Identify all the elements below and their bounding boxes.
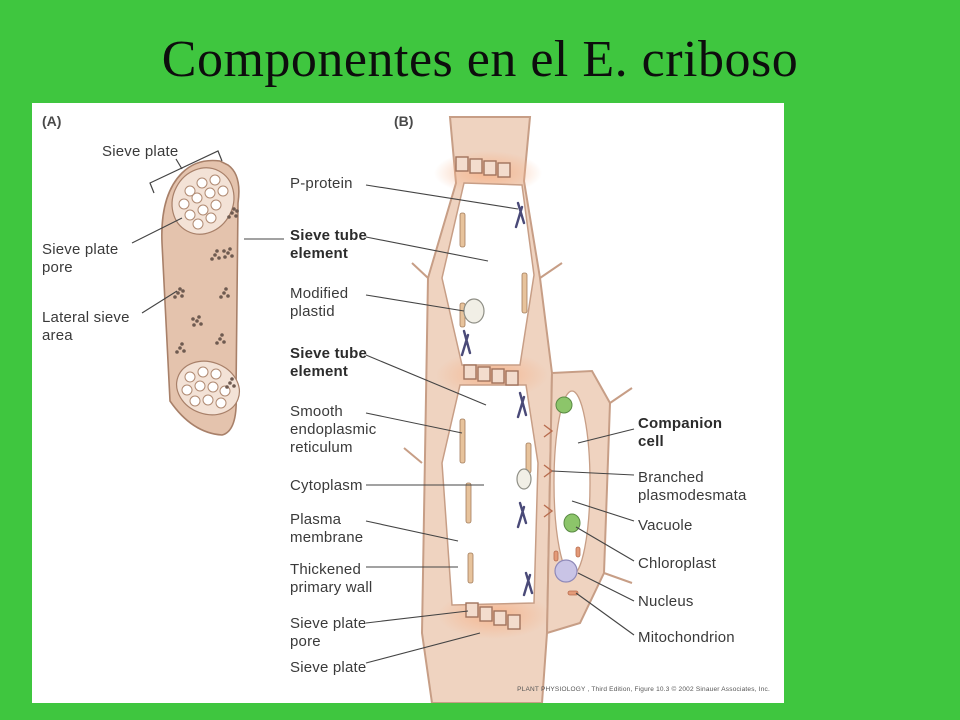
label-vacuole: Vacuole — [638, 517, 693, 534]
sieve-plate-top-pores — [178, 174, 229, 230]
figure-drawing — [131, 116, 635, 703]
label-companion-cell: Companion cell — [638, 415, 723, 450]
modified-plastids — [463, 298, 532, 490]
label-sieve-plate-b: Sieve plate — [290, 659, 367, 676]
sieve-plates — [455, 156, 521, 630]
figure-credit: PLANT PHYSIOLOGY , Third Edition, Figure… — [517, 686, 770, 693]
label-sieve-tube-element-2: Sieve tube element — [290, 345, 368, 380]
label-sieve-plate-a: Sieve plate — [102, 143, 179, 160]
nucleus — [554, 559, 578, 583]
panel-b-label: (B) — [394, 113, 414, 129]
label-lateral-sieve-area: Lateral sieve area — [42, 309, 130, 344]
panel-b-section — [403, 116, 633, 703]
mitochondria — [553, 546, 581, 596]
label-sieve-plate-pore-b: Sieve plate pore — [290, 615, 367, 650]
label-thickened-wall: Thickened primary wall — [290, 561, 373, 596]
label-smooth-er: Smooth endoplasmic reticulum — [290, 403, 377, 456]
label-chloroplast: Chloroplast — [638, 555, 717, 572]
label-plasma-membrane: Plasma membrane — [290, 511, 364, 546]
label-sieve-plate-pore-a: Sieve plate pore — [42, 241, 119, 276]
label-cytoplasm: Cytoplasm — [290, 477, 363, 494]
slide-title: Componentes en el E. criboso — [161, 31, 799, 88]
sieve-element-figure: (A) (B) Sieve plate Sieve plate pore Lat… — [32, 103, 784, 703]
label-branched-plasmodesmata: Branched plasmodesmata — [638, 469, 747, 504]
panel-a-sieve-tube-element — [131, 150, 284, 436]
sieve-plate-bottom-pores — [181, 366, 231, 409]
label-mitochondrion: Mitochondrion — [638, 629, 735, 646]
label-modified-plastid: Modified plastid — [290, 285, 349, 320]
panel-b-leaders — [365, 184, 635, 664]
label-nucleus: Nucleus — [638, 593, 694, 610]
smooth-er — [459, 212, 532, 584]
label-sieve-tube-element-1: Sieve tube element — [290, 227, 368, 262]
label-p-protein: P-protein — [290, 175, 353, 192]
panel-a-leaders — [131, 217, 284, 314]
p-protein-strands — [460, 201, 534, 597]
panel-a-label: (A) — [42, 113, 62, 129]
lateral-sieve-areas — [173, 207, 239, 389]
